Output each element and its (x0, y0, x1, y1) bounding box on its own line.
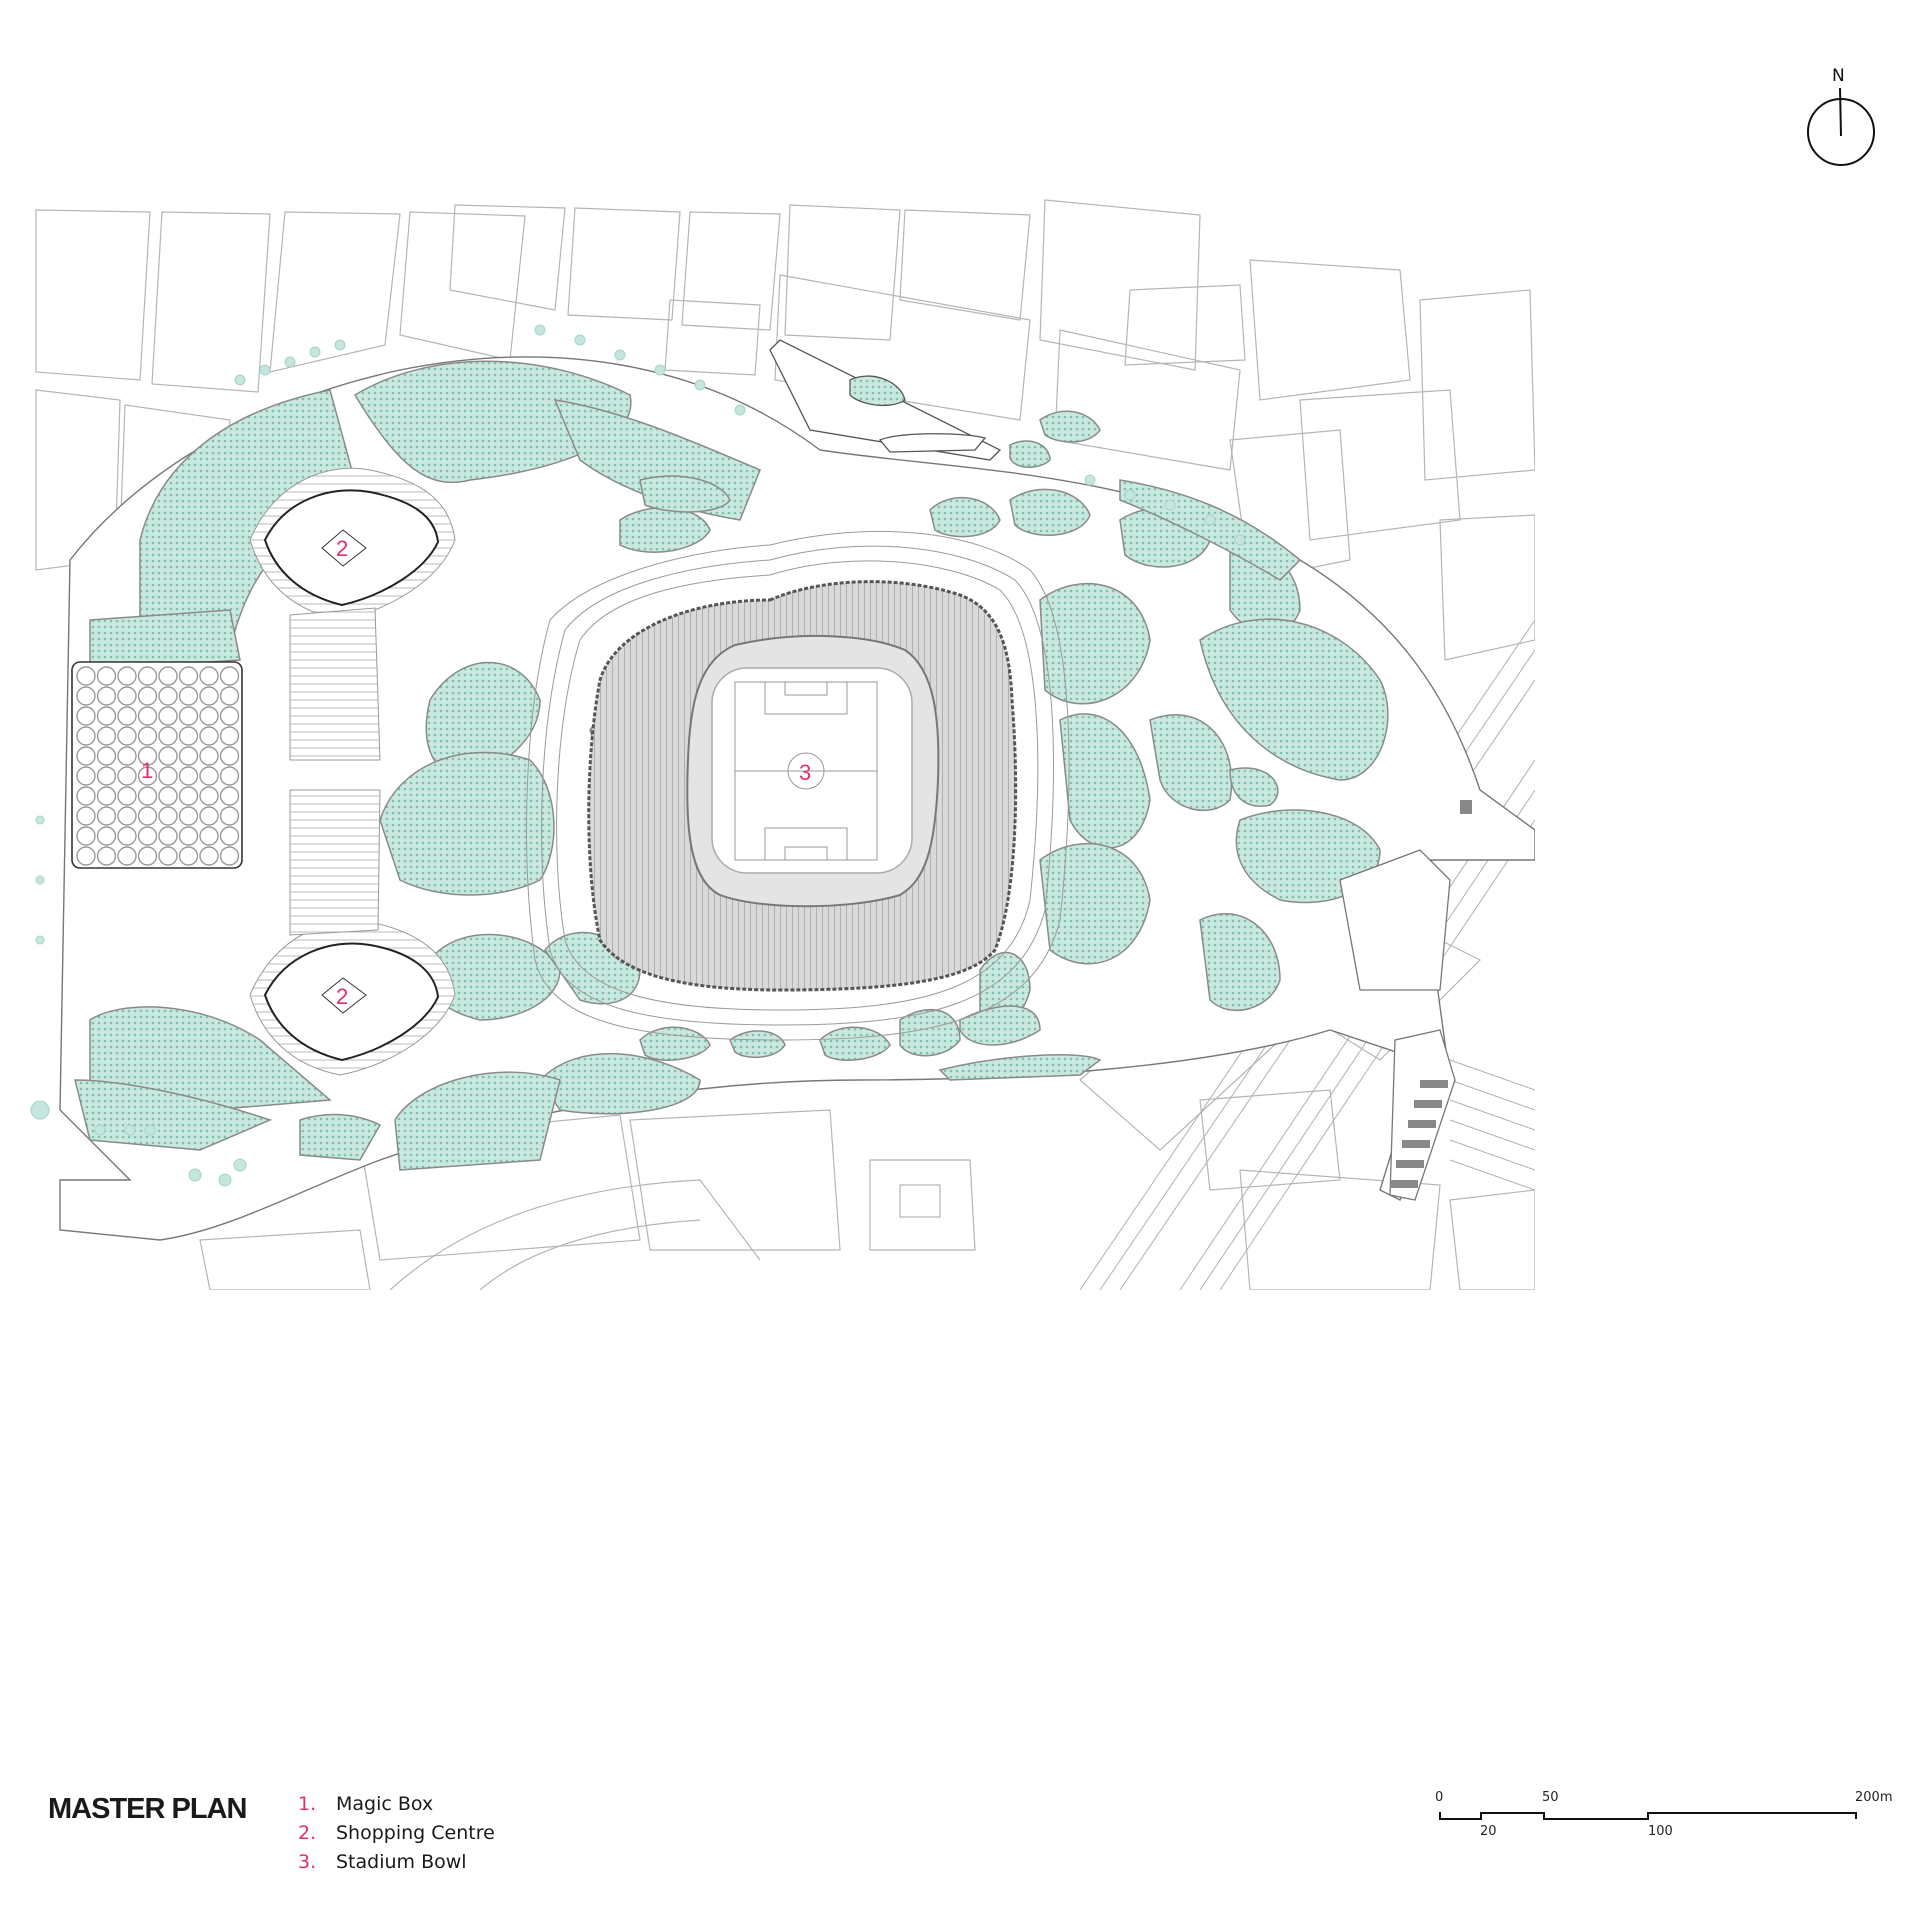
stadium-marker: 3 (799, 760, 811, 785)
shopping-south-marker: 2 (336, 984, 348, 1009)
landscape-pods (74, 360, 1389, 1171)
legend-item-stadium-bowl: 3. Stadium Bowl (298, 1851, 495, 1880)
shopping-centre-south: 2 (249, 920, 456, 1076)
scale-label-50: 50 (1542, 1790, 1559, 1805)
plan-title: MASTER PLAN (48, 1793, 247, 1825)
magic-box-marker: 1 (141, 758, 153, 783)
legend-number: 3. (298, 1851, 317, 1873)
station-platform-markers (1390, 800, 1472, 1188)
station-building (1339, 849, 1456, 1201)
legend-label: Magic Box (336, 1793, 434, 1815)
magic-box-grid (76, 666, 240, 866)
legend-label: Shopping Centre (336, 1822, 495, 1844)
scale-label-0: 0 (1435, 1790, 1444, 1805)
scale-bar: 0 50 200m 20 100 (1430, 1790, 1900, 1850)
north-arrow: N (1796, 66, 1886, 176)
north-label: N (1832, 66, 1845, 86)
stadium-bowl: 3 (587, 580, 1018, 992)
shopping-centre-north: 2 (249, 467, 456, 621)
concourse-contours (526, 530, 1070, 1041)
tree-rows (30, 324, 1246, 1187)
football-pitch (734, 681, 878, 861)
legend-label: Stadium Bowl (336, 1851, 467, 1873)
shopping-north-marker: 2 (336, 536, 348, 561)
scale-bar-graphic (1439, 1812, 1857, 1820)
legend-number: 1. (298, 1793, 317, 1815)
central-plaza (289, 607, 381, 936)
legend: 1. Magic Box 2. Shopping Centre 3. Stadi… (298, 1793, 495, 1880)
magic-box: 1 (71, 661, 243, 869)
compass-icon (1807, 87, 1875, 166)
scale-label-20: 20 (1480, 1824, 1497, 1839)
scale-label-200: 200m (1855, 1790, 1893, 1805)
legend-item-magic-box: 1. Magic Box (298, 1793, 495, 1822)
plan-frame: 3 1 2 2 (30, 199, 1535, 1290)
legend-item-shopping-centre: 2. Shopping Centre (298, 1822, 495, 1851)
scale-label-100: 100 (1648, 1824, 1673, 1839)
north-plaza (769, 339, 1002, 461)
legend-number: 2. (298, 1822, 317, 1844)
